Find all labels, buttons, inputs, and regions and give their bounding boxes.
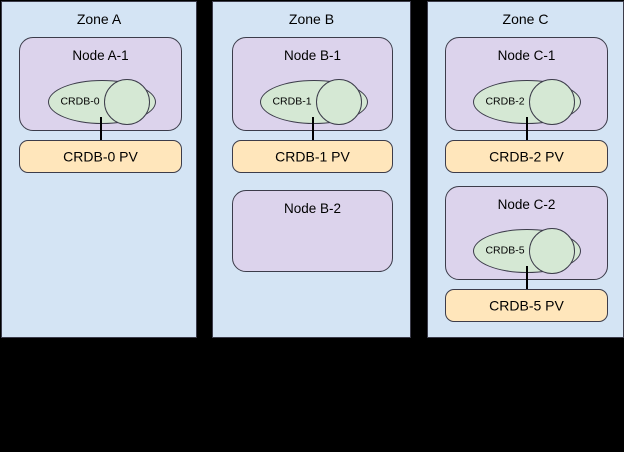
pv-box-crdb-0: CRDB-0 PV [19,140,182,173]
zone-title-c: Zone C [502,11,549,27]
cylinder-cap [529,228,575,274]
node-title-c-2: Node C-2 [497,197,556,212]
zone-title-b: Zone B [288,11,335,27]
pod-cylinder-crdb-5: CRDB-5 [473,228,581,274]
node-title-c-1: Node C-1 [497,48,556,63]
node-box-a-1: Node A-1 CRDB-0 [19,37,182,131]
node-title-b-1: Node B-1 [283,48,342,63]
pod-cylinder-crdb-0: CRDB-0 [48,79,156,125]
node-box-b-1: Node B-1 CRDB-1 [232,37,393,131]
pv-label-crdb-1: CRDB-1 PV [275,148,350,164]
node-title-b-2: Node B-2 [283,201,342,216]
pod-label-crdb-2: CRDB-2 [485,95,525,108]
pod-cylinder-crdb-1: CRDB-1 [260,79,368,125]
pv-label-crdb-0: CRDB-0 PV [63,148,138,164]
pod-cylinder-crdb-2: CRDB-2 [473,79,581,125]
zone-container-b: Zone B Node B-1 CRDB-1 CRDB-1 PV Node B-… [212,1,411,338]
connector-node-a-1-to-pv [100,117,102,141]
node-title-a-1: Node A-1 [72,48,129,63]
connector-node-c-1-to-pv [526,117,528,141]
cylinder-cap [316,79,362,125]
pod-label-crdb-5: CRDB-5 [485,244,525,257]
zone-title-a: Zone A [76,11,122,27]
pv-label-crdb-2: CRDB-2 PV [489,148,564,164]
node-box-b-2: Node B-2 [232,190,393,272]
pv-box-crdb-2: CRDB-2 PV [445,140,608,173]
pv-label-crdb-5: CRDB-5 PV [489,297,564,313]
connector-node-c-2-to-pv [526,266,528,290]
node-box-c-2: Node C-2 CRDB-5 [445,186,608,280]
cylinder-cap [529,79,575,125]
node-box-c-1: Node C-1 CRDB-2 [445,37,608,131]
pod-label-crdb-0: CRDB-0 [60,95,100,108]
pv-box-crdb-5: CRDB-5 PV [445,289,608,322]
cylinder-cap [104,79,150,125]
pv-box-crdb-1: CRDB-1 PV [232,140,393,173]
pod-label-crdb-1: CRDB-1 [272,95,312,108]
zone-container-c: Zone C Node C-1 CRDB-2 CRDB-2 PV Node C-… [427,1,624,338]
connector-node-b-1-to-pv [312,117,314,141]
zone-container-a: Zone A Node A-1 CRDB-0 CRDB-0 PV [1,1,197,338]
